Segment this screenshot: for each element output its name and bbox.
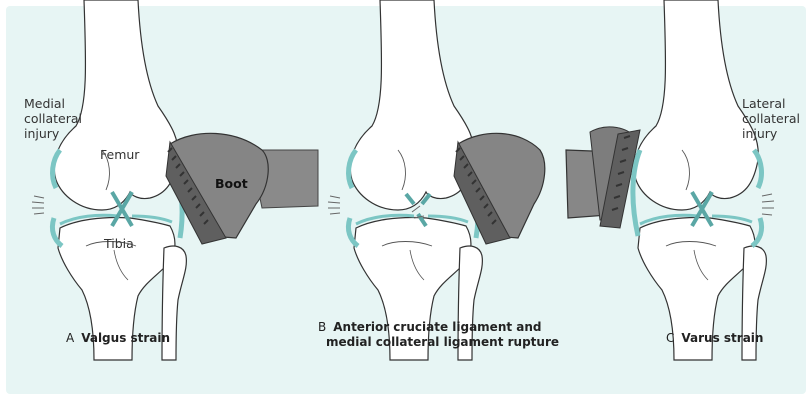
boot-b xyxy=(454,133,545,244)
femur-label: Femur xyxy=(100,147,139,162)
caption-a-title: Valgus strain xyxy=(81,331,170,345)
caption-b-line2: medial collateral ligament rupture xyxy=(326,335,559,349)
strain-marks-c xyxy=(762,194,774,215)
tibia-label: Tibia xyxy=(104,236,134,251)
caption-b: B Anterior cruciate ligament and medial c… xyxy=(318,320,559,350)
caption-b-letter: B xyxy=(318,320,326,334)
strain-marks-a xyxy=(32,196,44,214)
knee-a xyxy=(52,0,186,360)
caption-c: C Varus strain xyxy=(666,331,763,346)
caption-a: A Valgus strain xyxy=(66,331,170,346)
boot-c xyxy=(566,127,640,228)
boot-label: Boot xyxy=(215,176,248,191)
knee-c xyxy=(633,0,766,360)
caption-c-letter: C xyxy=(666,331,674,345)
lateral-collateral-label: Lateral collateral injury xyxy=(742,96,800,141)
caption-c-title: Varus strain xyxy=(681,331,763,345)
caption-b-line1: Anterior cruciate ligament and xyxy=(333,320,541,334)
medial-collateral-label: Medial collateral injury xyxy=(24,96,82,141)
caption-a-letter: A xyxy=(66,331,74,345)
